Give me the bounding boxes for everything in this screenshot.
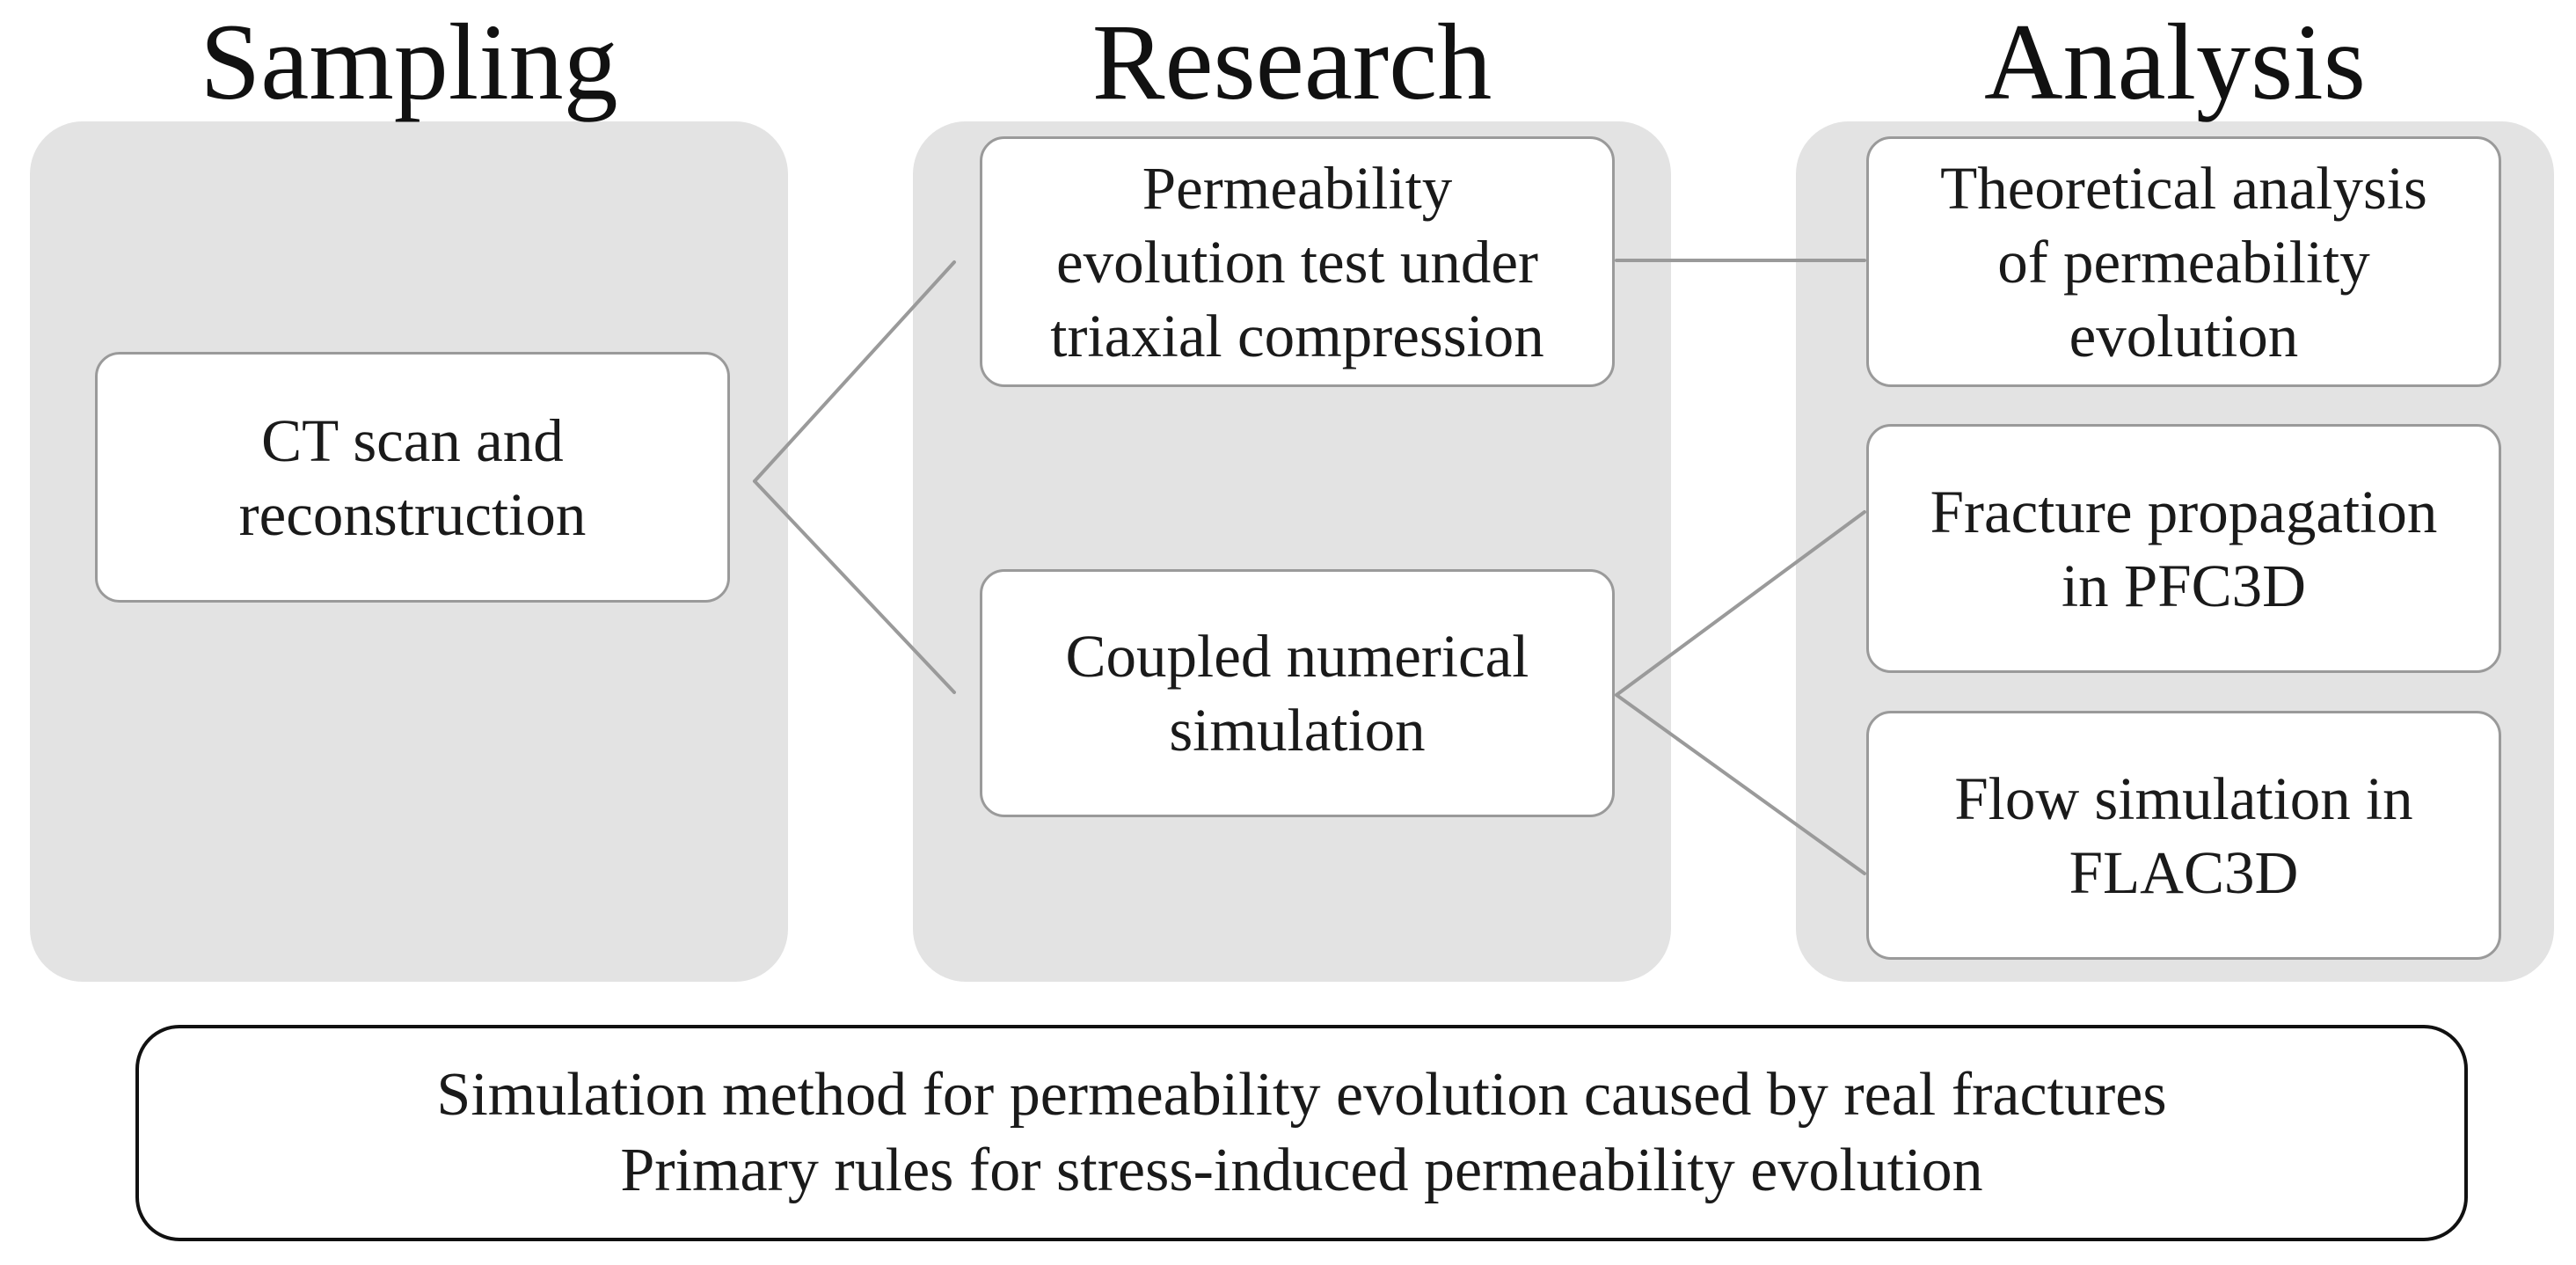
- summary-line-2: Primary rules for stress-induced permeab…: [620, 1137, 1983, 1204]
- sampling-heading: Sampling: [200, 2, 618, 122]
- connector-ct-to-permeability: [753, 260, 956, 483]
- theoretical-analysis-box: Theoretical analysis of permeability evo…: [1866, 136, 2501, 387]
- coupled-simulation-box: Coupled numerical simulation: [980, 569, 1615, 817]
- ct-scan-label: CT scan and reconstruction: [238, 406, 587, 548]
- connector-coupled-to-flow: [1615, 693, 1866, 875]
- fracture-propagation-box: Fracture propagation in PFC3D: [1866, 424, 2501, 673]
- fracture-propagation-label: Fracture propagation in PFC3D: [1930, 478, 2438, 619]
- connector-ct-to-coupled: [753, 479, 956, 694]
- flow-simulation-box: Flow simulation in FLAC3D: [1866, 711, 2501, 960]
- permeability-test-box: Permeability evolution test under triaxi…: [980, 136, 1615, 387]
- flow-simulation-label: Flow simulation in FLAC3D: [1954, 764, 2413, 906]
- connector-coupled-to-fracture: [1615, 510, 1866, 697]
- summary-line-1: Simulation method for permeability evolu…: [436, 1061, 2167, 1129]
- research-heading: Research: [1091, 2, 1492, 122]
- ct-scan-box: CT scan and reconstruction: [95, 352, 730, 603]
- theoretical-analysis-label: Theoretical analysis of permeability evo…: [1940, 154, 2427, 369]
- coupled-simulation-label: Coupled numerical simulation: [1065, 623, 1529, 764]
- permeability-test-label: Permeability evolution test under triaxi…: [1050, 154, 1544, 369]
- analysis-heading: Analysis: [1984, 2, 2366, 122]
- summary-box: Simulation method for permeability evolu…: [135, 1025, 2468, 1241]
